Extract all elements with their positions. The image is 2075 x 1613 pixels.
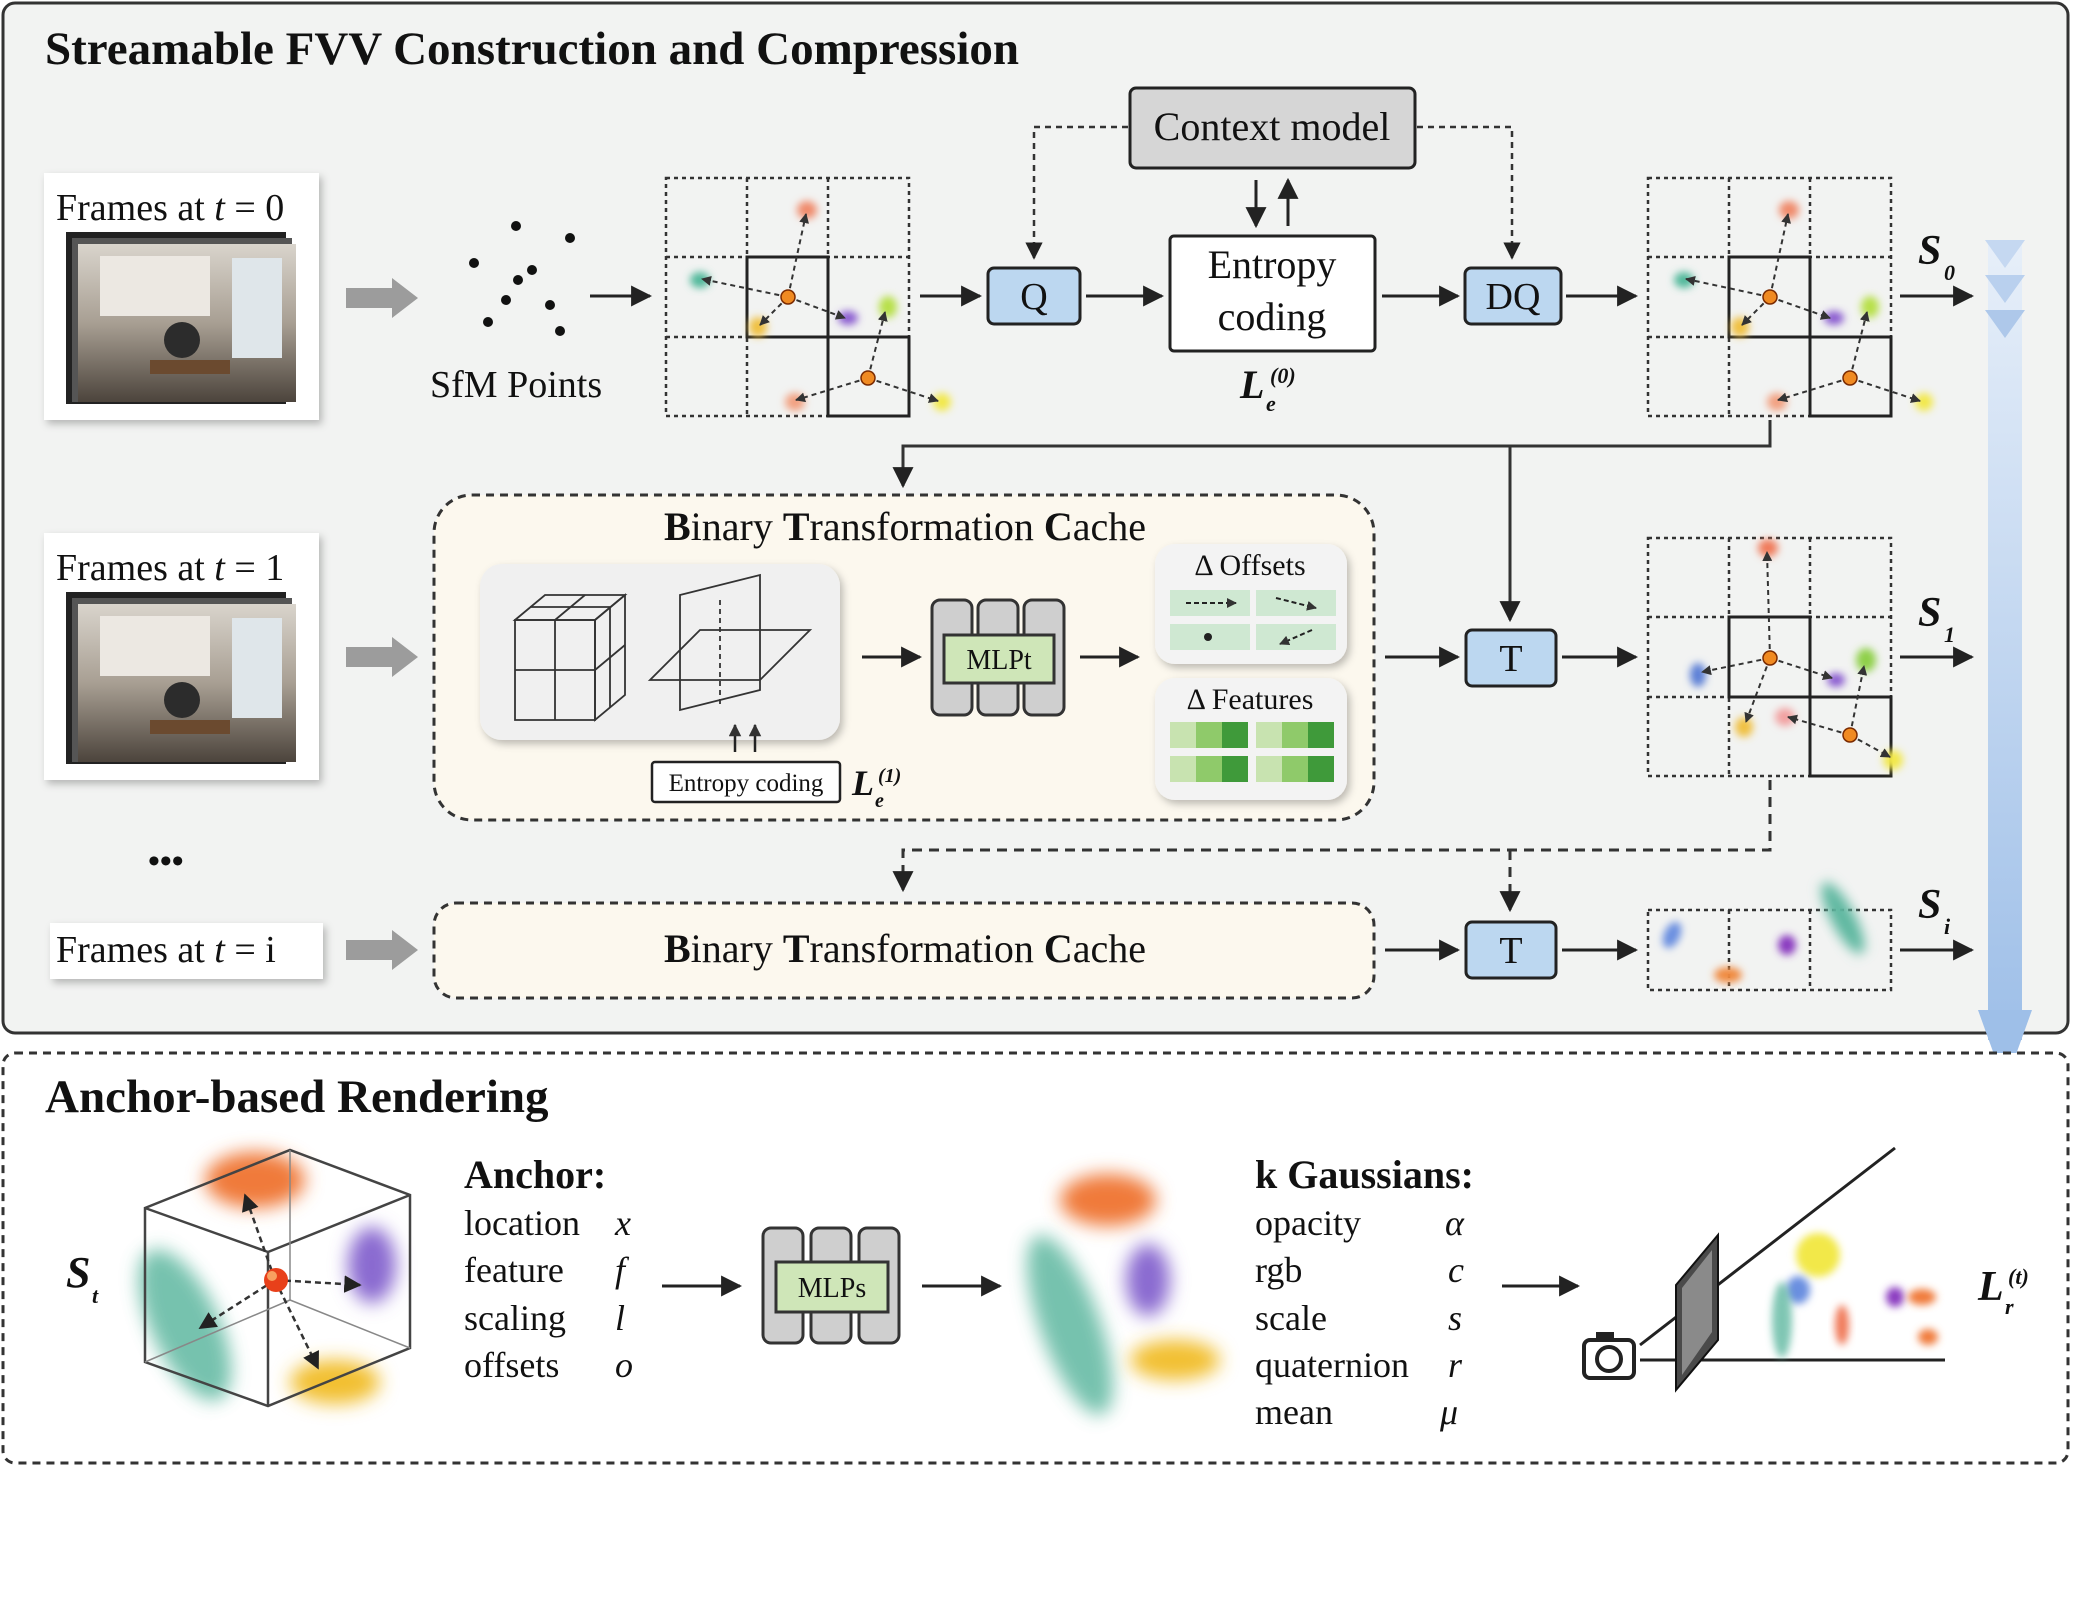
gauss-attr-sym: α (1445, 1203, 1465, 1243)
mlpt-label: MLPt (966, 645, 1032, 676)
delta-offsets-card (1155, 544, 1347, 664)
gauss-attr-sym: μ (1439, 1392, 1458, 1432)
transform-box-ti (1464, 920, 1558, 980)
s1-sub: 1 (1944, 622, 1955, 647)
btc-panel-ti (432, 901, 1376, 1000)
frames-t0-card: Frames at t = 0 (44, 173, 319, 420)
gauss-attr-name: rgb (1255, 1250, 1302, 1290)
anchor-attr-sym: o (615, 1345, 633, 1385)
s1-label: S (1918, 590, 1941, 636)
loss-e0: L (1239, 362, 1264, 407)
frames-t1-card: Frames at t = 1 (44, 533, 319, 780)
frames-ellipsis: ••• (148, 843, 184, 880)
gauss-attr-name: scale (1255, 1298, 1327, 1338)
anchor-attr-name: location (464, 1203, 580, 1243)
frame-input-arrows (346, 278, 418, 970)
delta-features-card (1155, 678, 1347, 800)
camera-render (1639, 1146, 1945, 1393)
gauss-attr-name: opacity (1255, 1203, 1361, 1243)
frames-ti-card: Frames at t = i (50, 923, 323, 979)
quantize-box (986, 266, 1082, 326)
gauss-attr-sym: c (1448, 1250, 1464, 1290)
anchor-attr-name: offsets (464, 1345, 559, 1385)
loss-e0-sub: e (1266, 391, 1276, 416)
st-sub: t (92, 1283, 99, 1308)
sfm-label: SfM Points (430, 364, 602, 406)
mlps-block (761, 1226, 901, 1345)
sfm-points (469, 221, 575, 336)
si-sub: i (1944, 914, 1951, 939)
dequantize-box (1463, 266, 1563, 326)
gauss-attr-sym: r (1448, 1345, 1463, 1385)
transform-box-t1 (1464, 628, 1558, 688)
bottom-panel-title: Anchor-based Rendering (45, 1071, 549, 1123)
gauss-attr-name: mean (1255, 1392, 1333, 1432)
si-label: S (1918, 882, 1941, 928)
entropy-line2: coding (1218, 294, 1327, 339)
anchor-grid-s0 (1646, 176, 1933, 418)
gauss-title: k Gaussians: (1255, 1152, 1474, 1197)
flow-arrow (1978, 240, 2032, 1085)
gauss-attr-name: quaternion (1255, 1345, 1409, 1385)
frames-t0-label: Frames at t = 0 (56, 187, 284, 229)
anchor-attr-list: location x feature f scaling l offsets o (464, 1203, 633, 1385)
anchor-cube (138, 1148, 412, 1408)
gaussian-blobs (1026, 1174, 1220, 1415)
s0-sub: 0 (1944, 260, 1955, 285)
delta-features-label: Δ Features (1187, 683, 1314, 716)
entropy-coding-box (1168, 234, 1377, 353)
loss-e1: L (851, 763, 874, 803)
btc-title-t1: Binary Transformation Cache (664, 504, 1146, 549)
loss-r: L (1977, 1264, 2004, 1310)
btc-title-ti: Binary Transformation Cache (664, 926, 1146, 971)
hash-grid-card (480, 564, 840, 752)
loss-r-sub: r (2005, 1294, 2014, 1319)
transform-label-ti: T (1499, 930, 1522, 972)
delta-offsets-label: Δ Offsets (1194, 549, 1305, 582)
quantize-label: Q (1020, 276, 1047, 318)
camera-icon (1582, 1332, 1636, 1380)
loss-e1-sub: e (875, 790, 884, 812)
loss-e0-sup: (0) (1270, 363, 1296, 388)
dequantize-label: DQ (1486, 276, 1541, 318)
transform-label-t1: T (1499, 638, 1522, 680)
entropy-line1: Entropy (1208, 242, 1337, 287)
anchor-attr-sym: x (614, 1203, 631, 1243)
frames-ti-label: Frames at t = i (56, 929, 276, 971)
anchor-grid-s1 (1646, 536, 1903, 778)
anchor-attr-sym: l (615, 1298, 625, 1338)
btc-entropy-label: Entropy coding (669, 770, 824, 797)
anchor-grid-1 (664, 176, 951, 418)
loss-r-sup: (t) (2008, 1264, 2029, 1289)
anchor-attr-name: scaling (464, 1298, 566, 1338)
context-model-box (1128, 86, 1417, 170)
anchor-title: Anchor: (464, 1152, 606, 1197)
mlps-label: MLPs (798, 1273, 866, 1304)
gauss-attr-list: opacity α rgb c scale s quaternion r mea… (1255, 1203, 1465, 1432)
frames-t1-label: Frames at t = 1 (56, 547, 284, 589)
mlpt-block (930, 598, 1066, 717)
anchor-grid-si (1646, 882, 1893, 992)
btc-entropy-box (650, 760, 842, 804)
st-label: S (66, 1248, 90, 1297)
gauss-attr-sym: s (1448, 1298, 1462, 1338)
top-panel-title: Streamable FVV Construction and Compress… (45, 23, 1019, 75)
s0-label: S (1918, 228, 1941, 274)
loss-e1-sup: (1) (878, 765, 901, 787)
context-model-label: Context model (1154, 104, 1391, 149)
anchor-attr-name: feature (464, 1250, 564, 1290)
